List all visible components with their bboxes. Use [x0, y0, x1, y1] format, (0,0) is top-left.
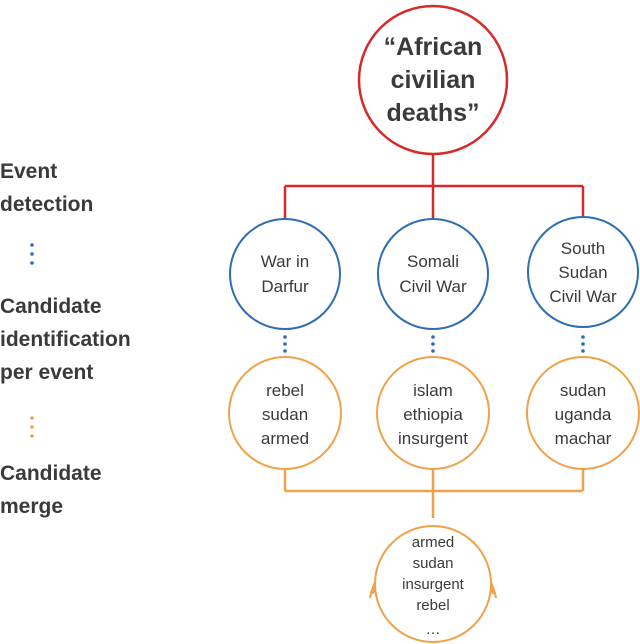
candidate-term: armed: [261, 429, 309, 448]
merge-connectors: [283, 470, 585, 518]
label-line: Candidate: [0, 462, 102, 485]
event-node-south-sudan: South Sudan Civil War: [527, 216, 639, 328]
event-node-darfur: War in Darfur: [229, 218, 341, 330]
merged-term: armed: [412, 534, 455, 551]
root-line: civilian: [391, 66, 476, 94]
candidate-term: sudan: [560, 381, 606, 400]
event-line: Sudan: [558, 263, 607, 282]
candidate-term: machar: [555, 429, 612, 448]
label-line: Event: [0, 160, 58, 183]
merged-term: rebel: [416, 597, 449, 614]
event-dots: [283, 335, 585, 353]
candidate-term: islam: [413, 381, 453, 400]
candidate-node-somali: islam ethiopia insurgent: [376, 356, 490, 470]
event-node-somali: Somali Civil War: [377, 218, 489, 330]
label-line: identification: [0, 328, 131, 351]
candidate-term: insurgent: [398, 429, 468, 448]
candidate-node-south-sudan: sudan uganda machar: [526, 356, 640, 470]
event-line: South: [561, 239, 605, 258]
candidate-term: uganda: [555, 405, 612, 424]
root-connectors: [283, 155, 585, 220]
merged-node: armed sudan insurgent rebel …: [369, 525, 497, 643]
left-dots-orange: [30, 416, 34, 438]
event-line: Darfur: [261, 277, 309, 296]
merged-term: insurgent: [402, 576, 465, 593]
left-dots-blue: [30, 243, 34, 265]
root-line: “African: [384, 33, 483, 61]
candidate-term: sudan: [262, 405, 308, 424]
label-candidate-identification: Candidate identification per event: [0, 290, 131, 389]
label-line: Candidate: [0, 295, 102, 318]
event-line: Civil War: [399, 277, 467, 296]
root-node: “African civilian deaths”: [357, 4, 509, 156]
merged-term: …: [426, 621, 441, 638]
label-line: merge: [0, 495, 64, 518]
root-line: deaths”: [386, 99, 479, 127]
candidate-term: ethiopia: [403, 405, 463, 424]
candidate-node-darfur: rebel sudan armed: [228, 356, 342, 470]
candidate-term: rebel: [266, 381, 304, 400]
event-line: Somali: [407, 252, 459, 271]
label-candidate-merge: Candidate merge: [0, 457, 102, 523]
label-line: detection: [0, 193, 94, 216]
label-line: per event: [0, 361, 94, 384]
label-event-detection: Event detection: [0, 155, 93, 221]
event-line: War in: [261, 252, 310, 271]
event-line: Civil War: [549, 287, 617, 306]
merged-term: sudan: [413, 555, 454, 572]
